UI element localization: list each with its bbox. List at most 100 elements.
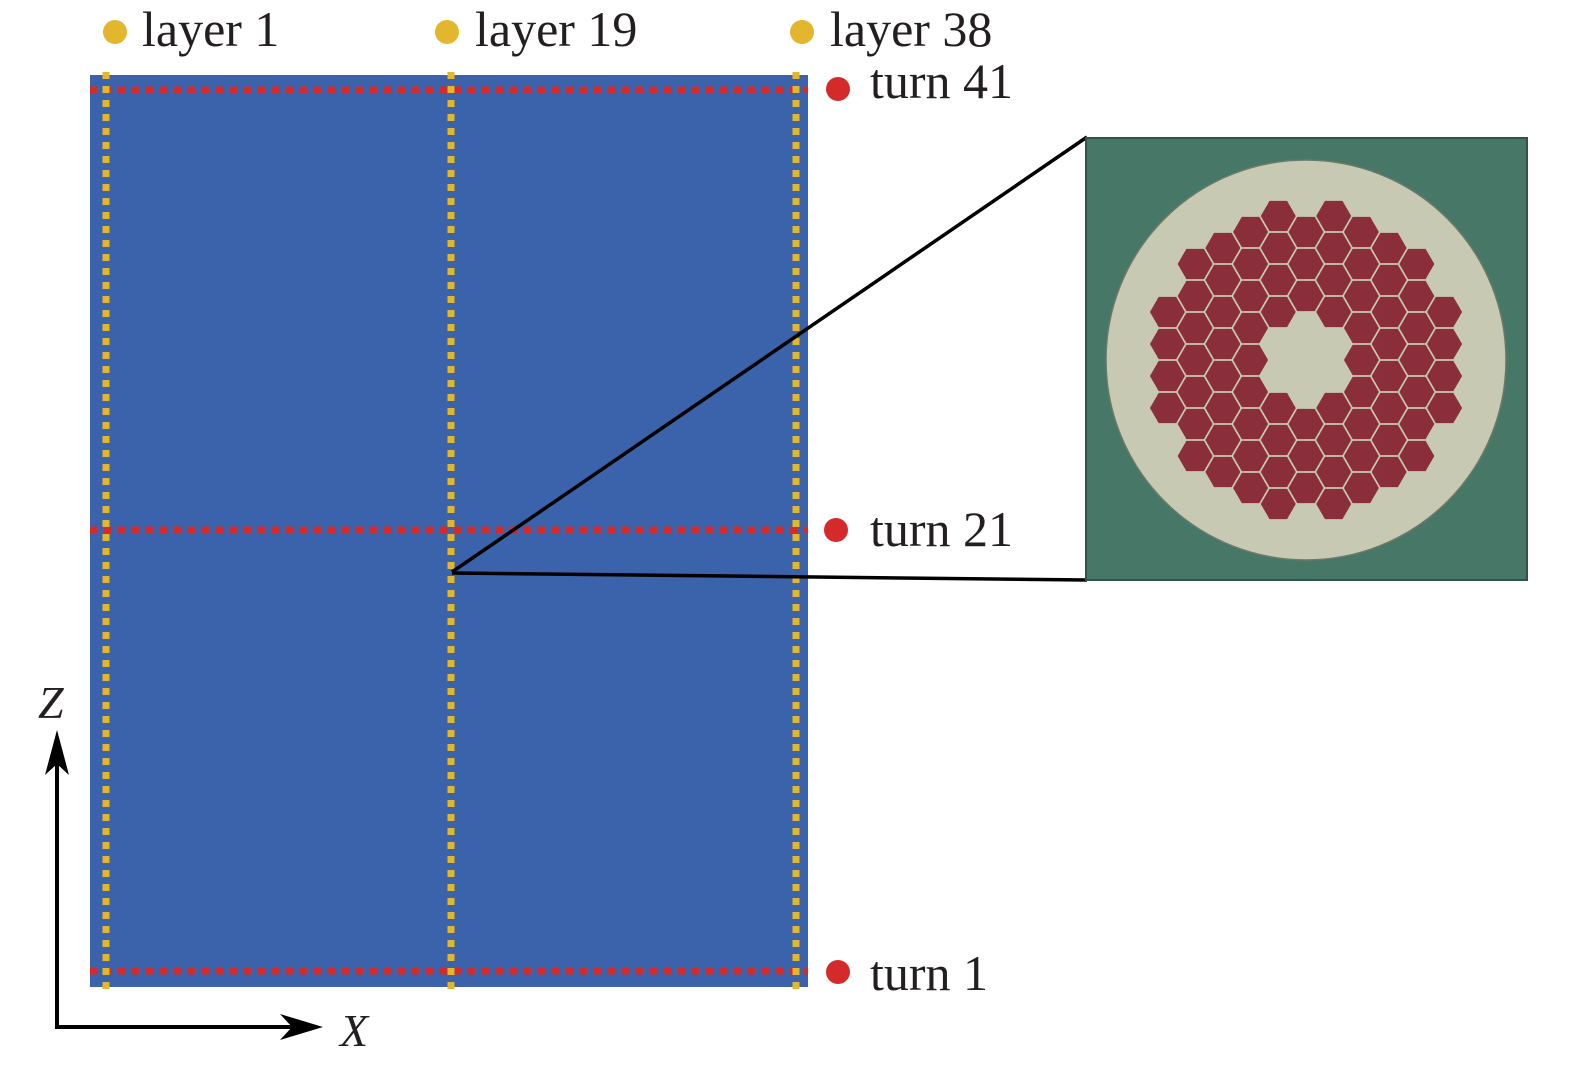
strand-hexagon xyxy=(1233,376,1269,408)
strand-hexagon xyxy=(1205,424,1241,456)
strand-hexagon xyxy=(1205,232,1241,264)
z-axis-label: Z xyxy=(38,677,64,728)
strand-hexagon xyxy=(1316,392,1352,424)
strand-hexagon xyxy=(1205,456,1241,488)
strand-hexagon xyxy=(1288,280,1324,312)
strand-hexagon xyxy=(1177,408,1213,440)
strand-hexagon xyxy=(1399,440,1435,472)
strand-hexagon xyxy=(1371,264,1407,296)
strand-array xyxy=(1149,200,1463,520)
layer-label-19: layer 19 xyxy=(475,1,637,57)
strand-hexagon xyxy=(1399,376,1435,408)
strand-hexagon xyxy=(1371,360,1407,392)
strand-hexagon xyxy=(1343,472,1379,504)
strand-hexagon xyxy=(1260,424,1296,456)
strand-hexagon xyxy=(1343,376,1379,408)
strand-hexagon xyxy=(1371,456,1407,488)
strand-hexagon xyxy=(1205,296,1241,328)
turn-marker-dot xyxy=(826,960,850,984)
strand-hexagon xyxy=(1427,392,1463,424)
layer-label-38: layer 38 xyxy=(830,1,992,57)
callout-line-bottom xyxy=(451,571,1088,582)
strand-hexagon xyxy=(1288,248,1324,280)
x-axis-arrowhead xyxy=(280,1014,323,1040)
strand-hexagon xyxy=(1233,216,1269,248)
strand-hexagon xyxy=(1399,312,1435,344)
strand-hexagon xyxy=(1343,216,1379,248)
x-axis-label: X xyxy=(338,1005,370,1056)
strand-hexagon xyxy=(1260,200,1296,232)
turn-label-41: turn 41 xyxy=(870,53,1013,109)
callout-line-top xyxy=(451,135,1088,574)
strand-hexagon xyxy=(1343,344,1379,376)
strand-hexagon xyxy=(1316,488,1352,520)
strand-hexagon xyxy=(1205,392,1241,424)
strand-hexagon xyxy=(1205,264,1241,296)
strand-hexagon xyxy=(1260,488,1296,520)
strand-hexagon xyxy=(1260,296,1296,328)
strand-hexagon xyxy=(1233,344,1269,376)
strand-hexagon xyxy=(1343,312,1379,344)
layer-marker-dot xyxy=(435,20,459,44)
strand-hexagon xyxy=(1177,440,1213,472)
strand-hexagon xyxy=(1399,344,1435,376)
strand-hexagon xyxy=(1177,280,1213,312)
strand-hexagon xyxy=(1399,408,1435,440)
turn-labels: turn 41 turn 21 turn 1 xyxy=(824,53,1013,1001)
strand-hexagon xyxy=(1343,280,1379,312)
z-axis-arrowhead xyxy=(45,730,69,775)
strand-hexagon xyxy=(1177,376,1213,408)
layer-label-1: layer 1 xyxy=(142,1,279,57)
strand-hexagon xyxy=(1316,200,1352,232)
strand-hexagon xyxy=(1177,248,1213,280)
strand-hexagon xyxy=(1260,264,1296,296)
strand-hexagon xyxy=(1316,296,1352,328)
strand-hexagon xyxy=(1371,296,1407,328)
turn-label-1: turn 1 xyxy=(870,945,988,1001)
strand-hexagon xyxy=(1149,328,1185,360)
strand-hexagon xyxy=(1149,296,1185,328)
turn-marker-dot xyxy=(826,77,850,101)
strand-hexagon xyxy=(1288,216,1324,248)
strand-hexagon xyxy=(1288,440,1324,472)
strand-hexagon xyxy=(1233,312,1269,344)
conductor-cross-section-inset xyxy=(1085,137,1528,581)
strand-hexagon xyxy=(1177,312,1213,344)
strand-hexagon xyxy=(1260,232,1296,264)
strand-hexagon xyxy=(1316,456,1352,488)
strand-hexagon xyxy=(1399,280,1435,312)
strand-hexagon xyxy=(1371,232,1407,264)
strand-hexagon xyxy=(1343,440,1379,472)
strand-hexagon xyxy=(1343,408,1379,440)
strand-hexagon xyxy=(1233,280,1269,312)
strand-hexagon xyxy=(1371,392,1407,424)
strand-hexagon xyxy=(1371,424,1407,456)
layer-marker-dot xyxy=(790,20,814,44)
strand-hexagon xyxy=(1260,392,1296,424)
strand-hexagon xyxy=(1399,248,1435,280)
layer-marker-dot xyxy=(103,20,127,44)
zoom-callout-lines xyxy=(451,135,1088,582)
strand-hexagon xyxy=(1177,344,1213,376)
strand-hexagon xyxy=(1260,456,1296,488)
strand-hexagon xyxy=(1427,328,1463,360)
turn-marker-dot xyxy=(824,518,848,542)
strand-hexagon xyxy=(1288,472,1324,504)
strand-hexagon xyxy=(1427,296,1463,328)
strand-hexagon xyxy=(1233,408,1269,440)
strand-hexagon xyxy=(1316,424,1352,456)
strand-hexagon xyxy=(1427,360,1463,392)
strand-hexagon xyxy=(1205,360,1241,392)
strand-hexagon xyxy=(1233,440,1269,472)
winding-block xyxy=(90,75,808,987)
strand-hexagon xyxy=(1288,408,1324,440)
strand-hexagon xyxy=(1149,360,1185,392)
strand-hexagon xyxy=(1233,248,1269,280)
strand-hexagon xyxy=(1149,392,1185,424)
strand-hexagon xyxy=(1316,264,1352,296)
strand-hexagon xyxy=(1371,328,1407,360)
coordinate-axes: Z X xyxy=(38,677,370,1056)
strand-hexagon xyxy=(1316,232,1352,264)
